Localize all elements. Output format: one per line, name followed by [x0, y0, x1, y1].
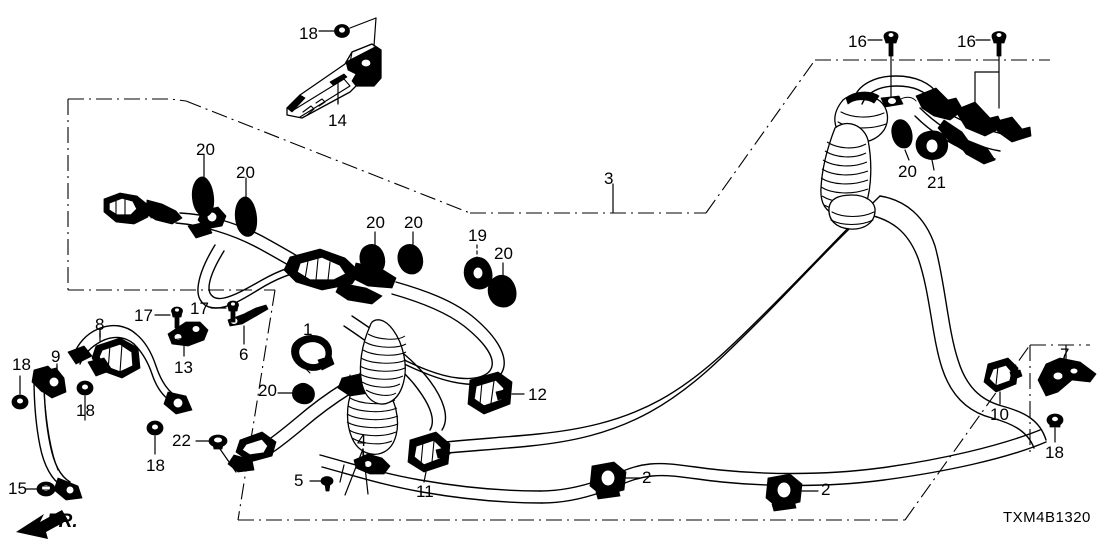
front-direction-arrow — [14, 506, 72, 542]
main-cable-harness — [319, 195, 1047, 504]
callout-3: 3 — [604, 169, 614, 188]
part-2-clip-a — [589, 461, 627, 500]
center-corrugated-tube — [227, 371, 399, 473]
part-10-clip — [983, 357, 1023, 393]
callout-13: 13 — [174, 358, 193, 377]
callout-20-e: 20 — [404, 213, 423, 232]
callout-18-top: 18 — [299, 24, 318, 43]
right-connector-assembly — [820, 75, 1032, 230]
part-9-support-stay — [31, 365, 83, 501]
callout-18-right: 18 — [1045, 443, 1064, 462]
callout-20-b: 20 — [236, 163, 255, 182]
part-20-clip-f — [292, 382, 315, 405]
part-8-bracket — [67, 324, 193, 415]
part-4-bracket — [353, 453, 391, 475]
drawing-code: TXM4B1320 — [1003, 509, 1091, 526]
part-12-clamp — [467, 371, 513, 415]
part-20-clip-b — [234, 196, 258, 237]
callout-9: 9 — [51, 347, 61, 366]
left-cable-assembly — [103, 192, 397, 309]
part-1-clamp — [291, 334, 335, 374]
callout-20-f: 20 — [494, 244, 513, 263]
center-corrugated-tube-2 — [359, 319, 407, 405]
callout-2-a: 2 — [642, 468, 652, 487]
part-20-clip-a — [191, 176, 215, 217]
callout-8: 8 — [95, 315, 105, 334]
callout-18-left: 18 — [12, 355, 31, 374]
part-11-clamp — [407, 431, 451, 473]
group-boundary-center — [470, 59, 1050, 214]
front-direction-label: FR. — [47, 511, 78, 532]
part-19-clip — [463, 256, 493, 290]
part-16-bolt-right — [991, 31, 1007, 57]
callout-15: 15 — [8, 479, 27, 498]
callout-7: 7 — [1060, 345, 1070, 364]
part-7-bracket — [1037, 357, 1097, 397]
part-13-stay — [167, 321, 209, 347]
callout-20-c: 20 — [898, 162, 917, 181]
callout-17-a: 17 — [134, 306, 153, 325]
callout-6: 6 — [239, 345, 249, 364]
part-18-nut-right — [1046, 413, 1064, 428]
callout-10: 10 — [990, 405, 1009, 424]
callout-11: 11 — [416, 482, 434, 501]
part-21-clamp — [915, 130, 953, 160]
part-20-clip-e — [487, 274, 517, 308]
callout-21: 21 — [927, 173, 946, 192]
part-20-clip-right — [891, 119, 913, 149]
part-18-nut-b — [76, 380, 94, 396]
callout-19: 19 — [468, 226, 487, 245]
callout-20-g: 20 — [258, 381, 277, 400]
callout-4: 4 — [357, 431, 367, 450]
part-18-nut-a — [11, 394, 29, 410]
callout-5: 5 — [294, 471, 304, 490]
part-15-nut — [36, 481, 56, 497]
callout-22: 22 — [172, 431, 191, 450]
part-22-nut — [208, 434, 228, 450]
part-20-clip-d — [397, 244, 424, 275]
part-18-nut-c — [146, 420, 164, 436]
part-18-nut-top — [334, 24, 350, 38]
callout-1: 1 — [303, 320, 313, 339]
callout-18-d: 18 — [146, 456, 165, 475]
callout-12: 12 — [528, 385, 547, 404]
part-17-bolt-b — [227, 300, 239, 323]
callout-17-b: 17 — [190, 299, 209, 318]
group-boundary-left — [67, 98, 471, 291]
part-14-long-bracket — [286, 43, 382, 119]
part-16-bolt-left — [883, 31, 899, 57]
part-17-bolt-a — [171, 306, 183, 329]
part-2-clip-b — [765, 473, 803, 512]
callout-2-b: 2 — [821, 480, 831, 499]
callout-20-d: 20 — [366, 213, 385, 232]
callout-16-right: 16 — [957, 32, 976, 51]
callout-14: 14 — [328, 111, 347, 130]
part-5-bolt — [320, 476, 334, 492]
callout-16-left: 16 — [848, 32, 867, 51]
callout-18-c: 18 — [76, 401, 95, 420]
part-20-clip-c — [359, 244, 386, 275]
callout-20-a: 20 — [196, 140, 215, 159]
